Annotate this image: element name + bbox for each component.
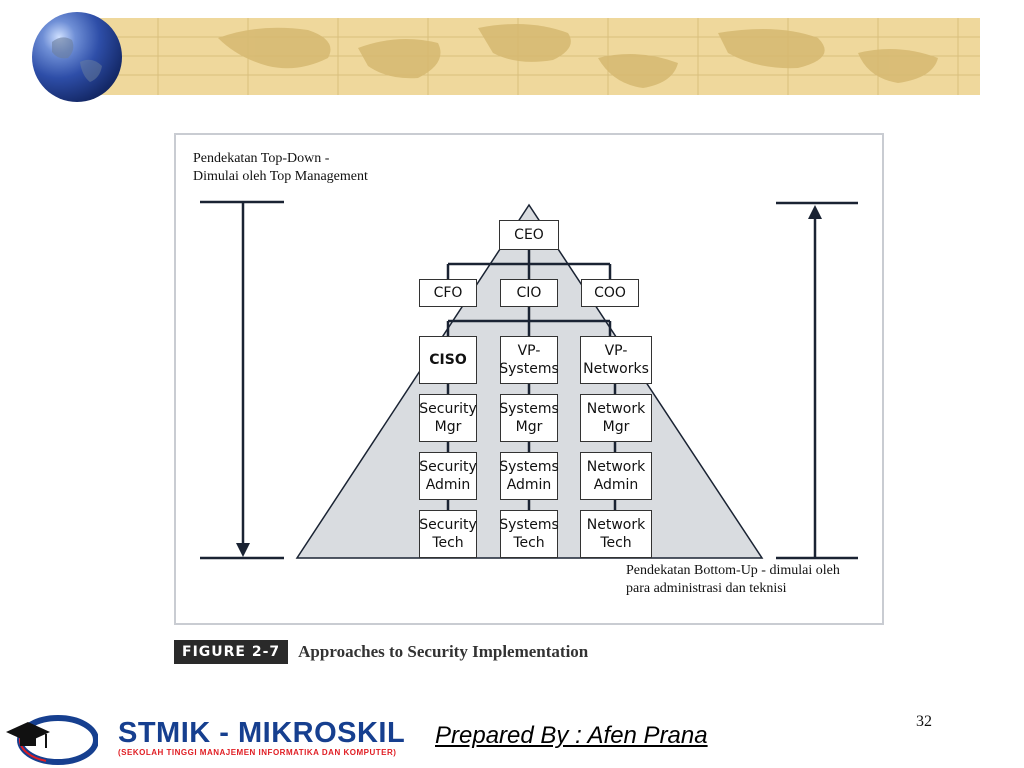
node-security-mgr: Security Mgr (419, 394, 477, 442)
node-network-mgr: Network Mgr (580, 394, 652, 442)
top-down-label-line-1: Pendekatan Top-Down - (193, 151, 330, 166)
node-network-admin: Network Admin (580, 452, 652, 500)
globe-logo (32, 12, 122, 102)
node-coo: COO (581, 279, 639, 307)
node-cfo: CFO (419, 279, 477, 307)
top-down-label-line-2: Dimulai oleh Top Management (193, 169, 368, 184)
node-systems-mgr: Systems Mgr (499, 394, 559, 442)
org-connectors (446, 250, 617, 510)
bottom-up-arrow (776, 201, 858, 560)
world-map-graphic (98, 18, 980, 95)
figure-caption: FIGURE 2-7 Approaches to Security Implem… (174, 640, 588, 664)
top-down-label: Pendekatan Top-Down - Dimulai oleh Top M… (193, 150, 368, 186)
node-ceo: CEO (499, 220, 559, 250)
graduation-cap-icon (6, 715, 98, 765)
page-number: 32 (916, 713, 932, 730)
node-systems-admin: Systems Admin (499, 452, 559, 500)
world-map-strip (98, 18, 980, 95)
node-cio: CIO (500, 279, 558, 307)
node-security-tech: Security Tech (419, 510, 477, 558)
globe-continents (52, 37, 102, 82)
node-vp-networks: VP- Networks (580, 336, 652, 384)
figure-title: Approaches to Security Implementation (298, 642, 589, 661)
node-ciso: CISO (419, 336, 477, 384)
prepared-by-text: Prepared By : Afen Prana (435, 722, 708, 749)
logo-name: STMIK - MIKROSKIL (118, 717, 406, 749)
node-vp-systems: VP- Systems (499, 336, 559, 384)
node-security-admin: Security Admin (419, 452, 477, 500)
bottom-up-label: Pendekatan Bottom-Up - dimulai oleh para… (626, 562, 840, 598)
bottom-up-label-line-1: Pendekatan Bottom-Up - dimulai oleh (626, 563, 840, 578)
header-banner (0, 0, 1024, 110)
node-systems-tech: Systems Tech (499, 510, 559, 558)
logo-subtitle: (SEKOLAH TINGGI MANAJEMEN INFORMATIKA DA… (118, 748, 397, 757)
node-network-tech: Network Tech (580, 510, 652, 558)
bottom-up-label-line-2: para administrasi dan teknisi (626, 581, 787, 596)
figure-badge: FIGURE 2-7 (174, 640, 289, 664)
top-down-arrow (200, 200, 284, 560)
